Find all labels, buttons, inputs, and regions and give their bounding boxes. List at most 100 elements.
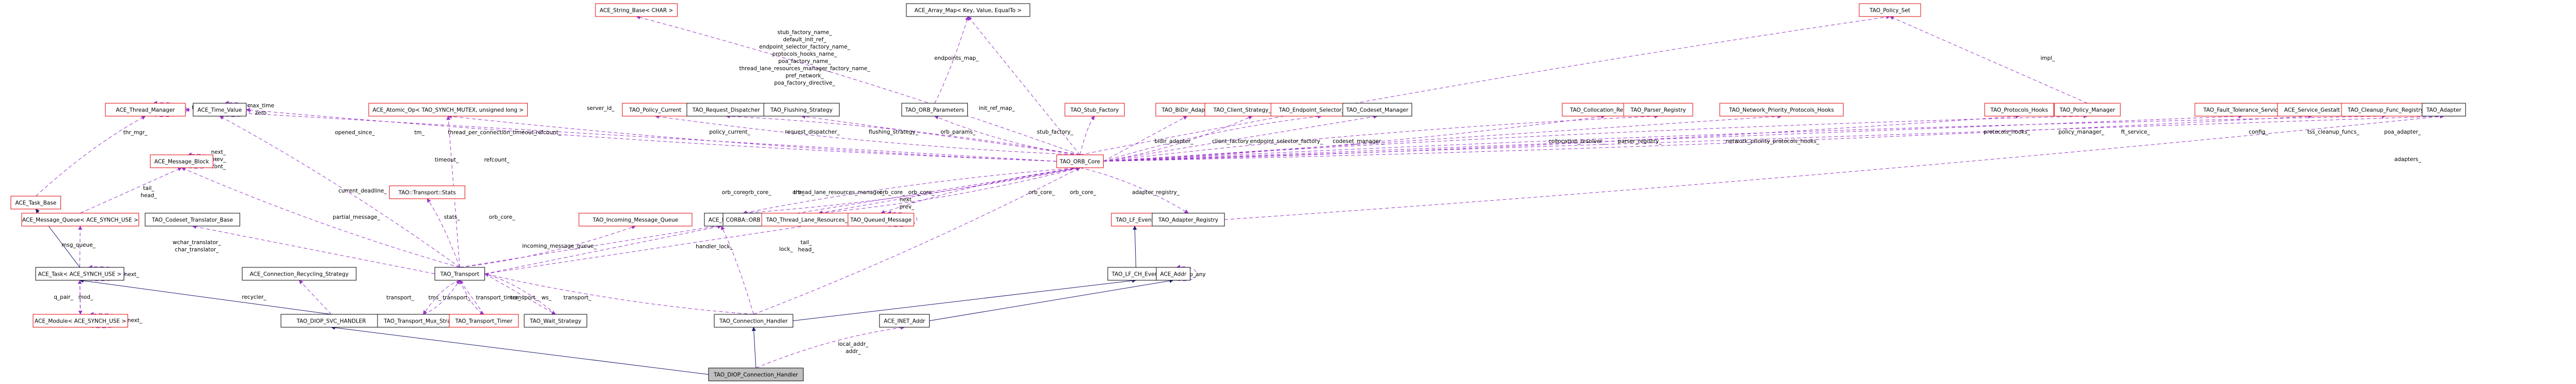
edge-label-line: max_time bbox=[247, 103, 274, 109]
usage-edge-40 bbox=[818, 167, 1080, 215]
node-tao-codeset-manager[interactable]: TAO_Codeset_Manager bbox=[1342, 103, 1412, 117]
usage-edge-20 bbox=[1103, 114, 1606, 162]
node-box bbox=[280, 314, 382, 328]
node-tao-transport-stats[interactable]: TAO::Transport::Stats bbox=[389, 185, 465, 199]
edge-label-current-deadline: current_deadline_ bbox=[338, 188, 387, 194]
edge-label-tail-head-1: tail_head_ bbox=[140, 185, 157, 199]
node-ace-service-gestalt[interactable]: ACE_Service_Gestalt bbox=[2277, 103, 2347, 117]
node-tao-orb-core[interactable]: TAO_ORB_Core bbox=[1056, 154, 1104, 168]
usage-edge-45 bbox=[78, 226, 83, 268]
edge-label-recycler: recycler_ bbox=[242, 294, 266, 300]
node-label: ACE_Service_Gestalt bbox=[2284, 107, 2340, 114]
usage-edge-55 bbox=[484, 274, 556, 315]
node-ace-module[interactable]: ACE_Module< ACE_SYNCH_USE > bbox=[33, 314, 128, 328]
usage-edge-0 bbox=[35, 116, 146, 197]
inheritance-edge-60 bbox=[1133, 226, 1137, 268]
node-label: TAO_Codeset_Manager bbox=[1346, 107, 1409, 114]
node-tao-lf-ch-event[interactable]: TAO_LF_CH_Event bbox=[1107, 267, 1165, 281]
edge-label-adapters: adapters_ bbox=[2394, 156, 2422, 163]
node-tao-parser-registry[interactable]: TAO_Parser_Registry bbox=[1623, 103, 1693, 117]
node-tao-policy-current[interactable]: TAO_Policy_Current bbox=[622, 103, 689, 117]
edge-label-line: prev_ bbox=[211, 156, 226, 163]
node-tao-flushing-strategy[interactable]: TAO_Flushing_Strategy bbox=[763, 103, 840, 117]
node-tao-diop-svc-handler[interactable]: TAO_DIOP_SVC_HANDLER bbox=[280, 314, 382, 328]
node-tao-protocols-hooks[interactable]: TAO_Protocols_Hooks bbox=[1984, 103, 2054, 117]
node-tao-network-priority-protocols-hooks[interactable]: TAO_Network_Priority_Protocols_Hooks bbox=[1719, 103, 1844, 117]
node-ace-string-base[interactable]: ACE_String_Base< CHAR > bbox=[595, 3, 678, 17]
node-tao-fault-tolerance-service[interactable]: TAO_Fault_Tolerance_Service bbox=[2194, 103, 2290, 117]
node-ace-thread-manager[interactable]: ACE_Thread_Manager bbox=[105, 103, 186, 117]
edge-label-transport-timer-back: transport_ bbox=[443, 295, 471, 301]
self-loop-edge-2 bbox=[187, 152, 217, 169]
node-tao-request-dispatcher[interactable]: TAO_Request_Dispatcher bbox=[686, 103, 766, 117]
node-tao-transport[interactable]: TAO_Transport bbox=[434, 267, 485, 281]
node-box bbox=[1152, 213, 1225, 227]
node-tao-lf-event[interactable]: TAO_LF_Event bbox=[1111, 213, 1158, 227]
inheritance-edge-59 bbox=[79, 279, 332, 315]
node-tao-incoming-message-queue[interactable]: TAO_Incoming_Message_Queue bbox=[578, 213, 693, 227]
edge-label-mb-links: next_prev_cont_ bbox=[211, 149, 226, 170]
node-tao-adapter[interactable]: TAO_Adapter bbox=[2422, 103, 2466, 117]
node-box bbox=[901, 103, 968, 117]
usage-edge-10 bbox=[1889, 16, 2088, 104]
edge-label-tm: tm_ bbox=[414, 130, 425, 136]
edge-label-transport-timer: transport_timer_ bbox=[476, 295, 521, 301]
node-corba-orb[interactable]: CORBA::ORB bbox=[722, 213, 764, 227]
edge-label-line: default_init_ref_ bbox=[783, 37, 826, 43]
node-tao-connection-handler[interactable]: TAO_Connection_Handler bbox=[714, 314, 793, 328]
self-loop-edge-0 bbox=[153, 101, 187, 117]
node-tao-policy-set[interactable]: TAO_Policy_Set bbox=[1859, 3, 1921, 17]
node-tao-policy-manager[interactable]: TAO_Policy_Manager bbox=[2054, 103, 2121, 117]
node-tao-diop-connection-handler[interactable]: TAO_DIOP_Connection_Handler bbox=[708, 367, 804, 381]
node-box bbox=[708, 367, 804, 381]
node-tao-orb-parameters[interactable]: TAO_ORB_Parameters bbox=[901, 103, 968, 117]
node-tao-wait-strategy[interactable]: TAO_Wait_Strategy bbox=[524, 314, 587, 328]
edge-label-refcount-1: refcount_ bbox=[536, 130, 561, 136]
node-tao-codeset-translator-base[interactable]: TAO_Codeset_Translator_Base bbox=[145, 213, 240, 227]
node-ace-task[interactable]: ACE_Task< ACE_SYNCH_USE > bbox=[35, 267, 124, 281]
node-ace-inet-addr[interactable]: ACE_INET_Addr bbox=[879, 314, 930, 328]
node-ace-message-block[interactable]: ACE_Message_Block bbox=[150, 154, 213, 168]
node-ace-array-map[interactable]: ACE_Array_Map< Key, Value, EqualTo > bbox=[906, 3, 1030, 17]
usage-edge-6 bbox=[636, 15, 1080, 155]
edge-label-lock: lock_ bbox=[779, 246, 793, 252]
edge-label-transport-ws: transport_ bbox=[510, 295, 539, 301]
node-tao-transport-timer[interactable]: TAO_Transport_Timer bbox=[449, 314, 519, 328]
node-label: TAO_Wait_Strategy bbox=[529, 318, 582, 325]
node-tao-stub-factory[interactable]: TAO_Stub_Factory bbox=[1064, 103, 1125, 117]
edge-label-opened-since: opened_since_ bbox=[335, 130, 375, 136]
edge-label-line: next_ bbox=[211, 149, 226, 155]
node-label: TAO_DIOP_Connection_Handler bbox=[713, 372, 798, 378]
usage-edge-19 bbox=[1103, 115, 1378, 162]
node-label: TAO_Policy_Set bbox=[1869, 8, 1910, 14]
node-ace-time-value[interactable]: ACE_Time_Value bbox=[193, 103, 247, 117]
node-tao-adapter-registry[interactable]: TAO_Adapter_Registry bbox=[1152, 213, 1225, 227]
node-ace-task-base[interactable]: ACE_Task_Base bbox=[10, 196, 61, 210]
edge-label-orb-core-d: orb_core_ bbox=[908, 189, 935, 196]
edge-label-endpoints-map: endpoints_map_ bbox=[934, 55, 979, 61]
node-label: TAO_ORB_Core bbox=[1059, 159, 1100, 165]
edge-label-thr-mgr-taskbase: thr_mgr_ bbox=[123, 130, 148, 136]
node-box bbox=[434, 267, 485, 281]
inheritance-edge-61 bbox=[793, 278, 1137, 321]
node-ace-atomic-op[interactable]: ACE_Atomic_Op< TAO_SYNCH_MUTEX, unsigned… bbox=[368, 103, 528, 117]
node-box bbox=[10, 196, 61, 210]
node-box bbox=[35, 267, 124, 281]
edge-label-adapter-registry: adapter_registry_ bbox=[1132, 189, 1180, 196]
usage-edge-7 bbox=[968, 16, 1080, 155]
node-tao-queued-message[interactable]: TAO_Queued_Message bbox=[847, 213, 915, 227]
node-ace-connection-recycling-strategy[interactable]: ACE_Connection_Recycling_Strategy bbox=[242, 267, 357, 281]
node-ace-addr[interactable]: ACE_Addr bbox=[1156, 267, 1191, 281]
node-label: TAO_Policy_Current bbox=[629, 107, 681, 114]
node-box bbox=[145, 213, 240, 227]
node-tao-cleanup-func-registry[interactable]: TAO_Cleanup_Func_Registry bbox=[2341, 103, 2430, 117]
node-label: ACE_Addr bbox=[1160, 271, 1187, 278]
edges-layer bbox=[35, 15, 2444, 375]
edge-label-handler-lock: handler_lock_ bbox=[696, 244, 733, 250]
edge-label-policy-current: policy_current_ bbox=[709, 129, 750, 135]
edge-label-line: tail_ bbox=[143, 185, 154, 191]
node-ace-message-queue[interactable]: ACE_Message_Queue< ACE_SYNCH_USE > bbox=[21, 213, 139, 227]
node-box bbox=[150, 154, 213, 168]
